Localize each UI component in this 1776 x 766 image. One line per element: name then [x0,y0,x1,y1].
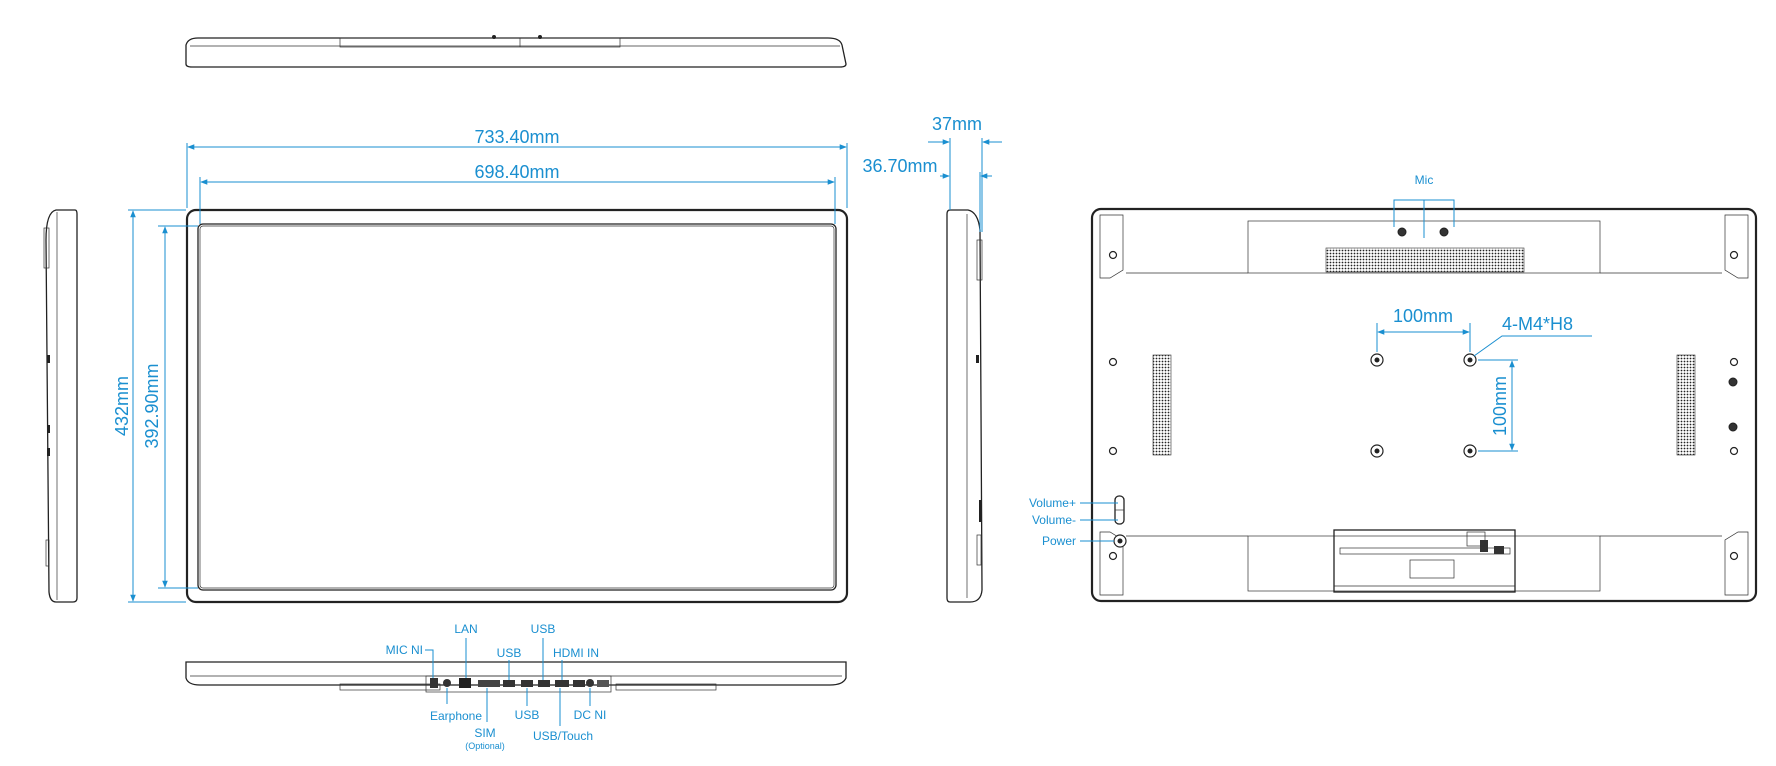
side-button-labels: Volume+ Volume- Power [1029,496,1118,548]
screen-height-label: 392.90mm [142,363,162,448]
vesa-holes [1370,353,1477,458]
volume-down-label: Volume- [1032,513,1076,527]
sim-optional-note: (Optional) [465,741,505,751]
earphone-port-label: Earphone [430,709,482,723]
mic-port-label: MIC NI [386,643,423,657]
screen-width-label: 698.40mm [474,162,559,182]
left-speaker-grill [1152,354,1172,456]
mounting-holes [1108,250,1739,561]
overall-height-label: 432mm [112,376,132,436]
vesa-horizontal-label: 100mm [1393,306,1453,326]
power-label: Power [1042,534,1076,548]
back-port-bay [1333,529,1516,593]
dimension-overall-height: 432mm [112,209,186,603]
usb-touch-port-label: USB/Touch [533,729,593,743]
overall-width-label: 733.40mm [474,127,559,147]
dimension-screen-width: 698.40mm [199,162,836,224]
front-view [185,208,849,604]
usb-port-label-1: USB [497,646,522,660]
dimension-vesa-vertical: 100mm [1478,359,1518,452]
mic-label: Mic [1415,173,1434,187]
left-side-view [43,209,78,603]
dimension-vesa-horizontal: 100mm [1376,306,1471,352]
dc-port-label: DC NI [574,708,607,722]
volume-up-label: Volume+ [1029,496,1076,510]
vesa-vertical-label: 100mm [1490,376,1510,436]
mount-screw-callout: 4-M4*H8 [1473,314,1592,357]
mic-holes: Mic [1393,173,1455,238]
dimension-frame-depth: 36.70mm [862,156,992,232]
sim-port-label: SIM [474,726,495,740]
top-speaker-grill [1325,247,1525,273]
overall-depth-label: 37mm [932,114,982,134]
right-side-view [946,209,983,603]
bottom-view [185,661,847,693]
right-buttons [1728,377,1738,432]
dimension-screen-height: 392.90mm [142,225,198,589]
top-view [185,35,847,68]
lan-port-label: LAN [454,622,477,636]
usb-bottom-port-label: USB [515,708,540,722]
dimension-overall-depth: 37mm [928,114,1002,232]
bottom-port-labels: MIC NI LAN USB USB HDMI IN Earphone SIM … [386,622,607,751]
hdmi-port-label: HDMI IN [553,646,599,660]
volume-rocker [1114,495,1125,525]
right-speaker-grill [1676,354,1696,456]
usb-port-label-2: USB [531,622,556,636]
mount-screw-label: 4-M4*H8 [1502,314,1573,334]
power-button [1113,534,1127,548]
dimension-overall-width: 733.40mm [186,127,848,208]
bottom-port-cluster [430,678,609,688]
frame-depth-label: 36.70mm [862,156,937,176]
